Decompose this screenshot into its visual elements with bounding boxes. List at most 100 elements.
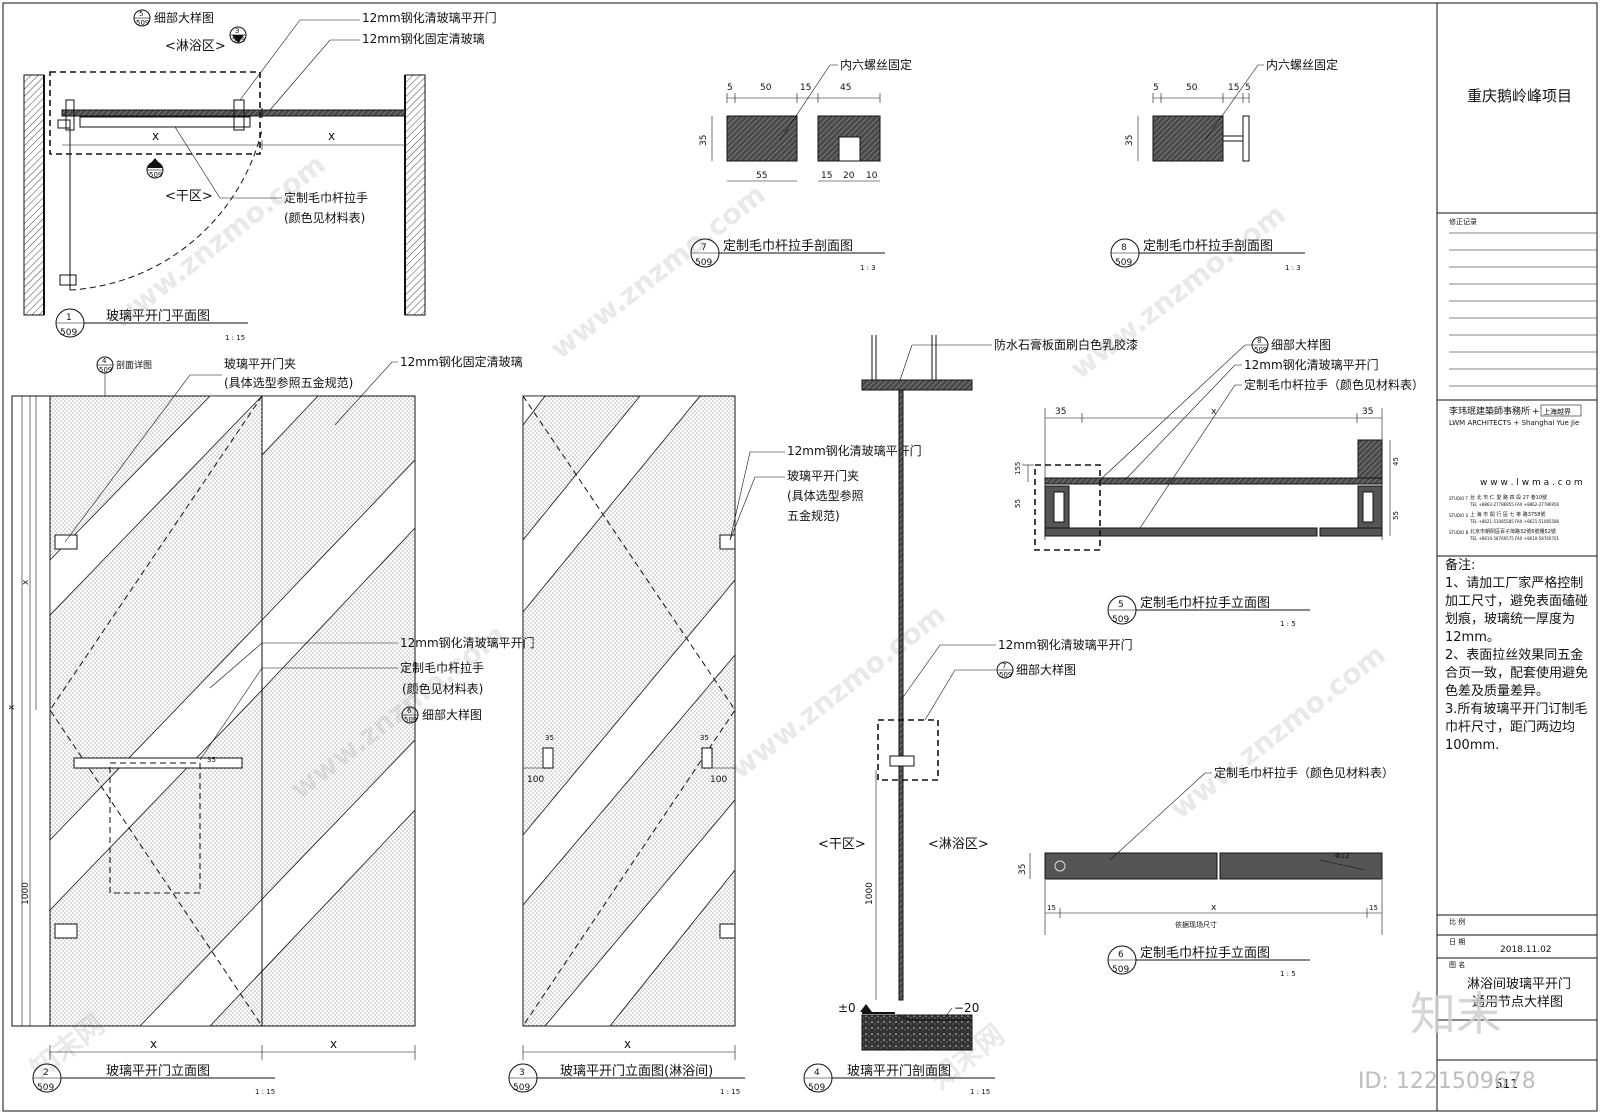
door-swing-arc — [69, 129, 263, 291]
watermark-text: www.znzmo.com — [724, 598, 952, 786]
svg-text:35: 35 — [700, 734, 709, 742]
svg-text:35: 35 — [699, 135, 709, 146]
svg-text:1 : 3: 1 : 3 — [860, 264, 876, 272]
svg-text:15: 15 — [821, 171, 832, 181]
note-line: 1、请加工厂家严格控制 — [1445, 575, 1583, 591]
view-title: 定制毛巾杆拉手剖面图 — [723, 239, 853, 254]
note-line: 加工尺寸，避免表面磕碰 — [1445, 593, 1588, 609]
towel-handle-plan — [79, 116, 251, 128]
watermark-logo: 知末 — [1410, 987, 1502, 1041]
svg-text:台 北 市 仁 愛 路 四 段 27 巷10號: 台 北 市 仁 愛 路 四 段 27 巷10號 — [1470, 494, 1547, 501]
svg-text:509: 509 — [999, 671, 1012, 679]
note-line: 12mm。 — [1445, 630, 1500, 645]
date-value: 2018.11.02 — [1500, 945, 1552, 955]
svg-text:15: 15 — [1047, 904, 1056, 912]
towel-handle-label: 定制毛巾杆拉手 — [284, 190, 368, 205]
svg-text:w w w . l w m a . c o m: w w w . l w m a . c o m — [1480, 478, 1583, 488]
note-line: 100mm. — [1445, 738, 1499, 753]
svg-text:北京市朝阳區百子灣路32號6號樓52號: 北京市朝阳區百子灣路32號6號樓52號 — [1470, 528, 1556, 535]
view-title: 玻璃平开门剖面图 — [847, 1064, 951, 1079]
svg-text:定制毛巾杆拉手: 定制毛巾杆拉手 — [400, 660, 484, 675]
title-block-border — [1436, 2, 1598, 1112]
note-line: 巾杆尺寸，距门两边均 — [1445, 720, 1575, 735]
svg-text:7: 7 — [1002, 662, 1006, 670]
svg-text:4: 4 — [102, 357, 107, 365]
svg-text:6: 6 — [1118, 950, 1124, 960]
svg-text:5: 5 — [727, 83, 733, 93]
svg-text:5: 5 — [1245, 83, 1251, 93]
svg-text:图 名: 图 名 — [1449, 960, 1465, 969]
svg-text:1 : 5: 1 : 5 — [1280, 620, 1296, 628]
view-title: 定制毛巾杆拉手立面图 — [1140, 946, 1270, 961]
notes-title: 备注: — [1445, 557, 1475, 573]
svg-text:(颜色见材料表): (颜色见材料表) — [402, 681, 483, 696]
door-glass-label: 12mm钢化清玻璃平开门 — [400, 635, 535, 650]
svg-text:509: 509 — [37, 1083, 54, 1093]
svg-text:35: 35 — [545, 734, 554, 742]
svg-text:50: 50 — [760, 83, 772, 93]
svg-text:TEL +8610-58769575 FAX +8610-5: TEL +8610-58769575 FAX +8610-58760701 — [1469, 536, 1560, 541]
svg-text:5: 5 — [1118, 600, 1124, 610]
svg-text:509: 509 — [1112, 965, 1129, 975]
svg-text:比 例: 比 例 — [1449, 917, 1465, 926]
svg-text:3: 3 — [235, 27, 239, 35]
svg-text:509: 509 — [136, 19, 149, 27]
svg-text:45: 45 — [1392, 457, 1400, 466]
site-size-label: 依据现场尺寸 — [1175, 920, 1217, 929]
svg-text:1000: 1000 — [865, 882, 875, 905]
dim-x: x — [328, 129, 335, 143]
svg-text:15: 15 — [1228, 83, 1239, 93]
view-title: 玻璃平开门平面图 — [106, 309, 210, 324]
svg-text:1000: 1000 — [21, 882, 31, 905]
view-title: 玻璃平开门立面图(淋浴间) — [560, 1064, 713, 1079]
svg-text:509: 509 — [695, 258, 712, 268]
svg-text:−20: −20 — [954, 1001, 979, 1015]
id-text: ID: 1221509678 — [1358, 1069, 1536, 1094]
svg-text:10: 10 — [866, 171, 878, 181]
drawing-name: 淋浴间玻璃平开门 — [1467, 977, 1571, 992]
svg-text:玻璃平开门夹: 玻璃平开门夹 — [787, 468, 859, 483]
svg-text:LWM ARCHITECTS + Shanghai Yue: LWM ARCHITECTS + Shanghai Yue Jie — [1449, 419, 1579, 427]
fixed-glass-label: 12mm钢化固定清玻璃 — [362, 31, 485, 46]
glass-section — [898, 389, 904, 1001]
svg-text:35: 35 — [1125, 135, 1135, 146]
svg-text:55: 55 — [756, 171, 767, 181]
svg-text:x: x — [21, 579, 31, 585]
svg-text:日 期: 日 期 — [1449, 938, 1465, 946]
hex-screw-label: 内六螺丝固定 — [840, 57, 912, 72]
svg-text:五金规范): 五金规范) — [787, 508, 840, 523]
svg-text:细部大样图: 细部大样图 — [1016, 662, 1076, 677]
svg-text:x: x — [150, 1037, 157, 1051]
svg-text:TEL +8621-51085585 FAX +8621-5: TEL +8621-51085585 FAX +8621-51085586 — [1469, 519, 1560, 524]
detail-box-8 — [1034, 464, 1101, 551]
svg-text:李玮珉建築師事務所: 李玮珉建築師事務所 — [1449, 405, 1530, 417]
watermark-text: www.znzmo.com — [1164, 638, 1392, 826]
note-line: 色差及质量差异。 — [1445, 683, 1549, 699]
svg-text:x: x — [1211, 407, 1217, 417]
svg-text:6: 6 — [407, 707, 412, 715]
view-6-handle-elevation: 15 x 15 依据现场尺寸 35 Φ12 定制毛巾杆拉手（颜色见材料表） 65… — [1018, 765, 1394, 978]
svg-text:1 : 5: 1 : 5 — [1280, 970, 1296, 978]
section-detail-label: 剖面详图 — [116, 359, 152, 371]
dry-zone-label: <干区> — [165, 189, 213, 204]
svg-text:1: 1 — [66, 313, 72, 323]
svg-text:1 : 15: 1 : 15 — [720, 1088, 740, 1096]
svg-text:55: 55 — [1392, 511, 1400, 520]
svg-text:509: 509 — [149, 171, 162, 179]
title-block: 重庆鹅岭峰项目 修正记录 李玮珉建築師事務所 + 上海越界 LWM ARCHIT… — [1358, 87, 1597, 1094]
svg-text:155: 155 — [1014, 462, 1022, 475]
view-3-elevation-shower: 35 35 100 100 x 12mm钢化清玻璃平开门 玻璃平开门夹 (具体选… — [508, 395, 922, 1096]
svg-text:100: 100 — [527, 775, 544, 785]
svg-text:509: 509 — [1115, 258, 1132, 268]
svg-text:100: 100 — [710, 775, 727, 785]
svg-text:定制毛巾杆拉手（颜色见材料表）: 定制毛巾杆拉手（颜色见材料表） — [1244, 377, 1424, 392]
svg-text:35: 35 — [207, 756, 216, 764]
svg-text:15: 15 — [1369, 904, 1378, 912]
svg-text:1 : 15: 1 : 15 — [255, 1088, 275, 1096]
svg-text:Φ12: Φ12 — [1335, 852, 1349, 860]
